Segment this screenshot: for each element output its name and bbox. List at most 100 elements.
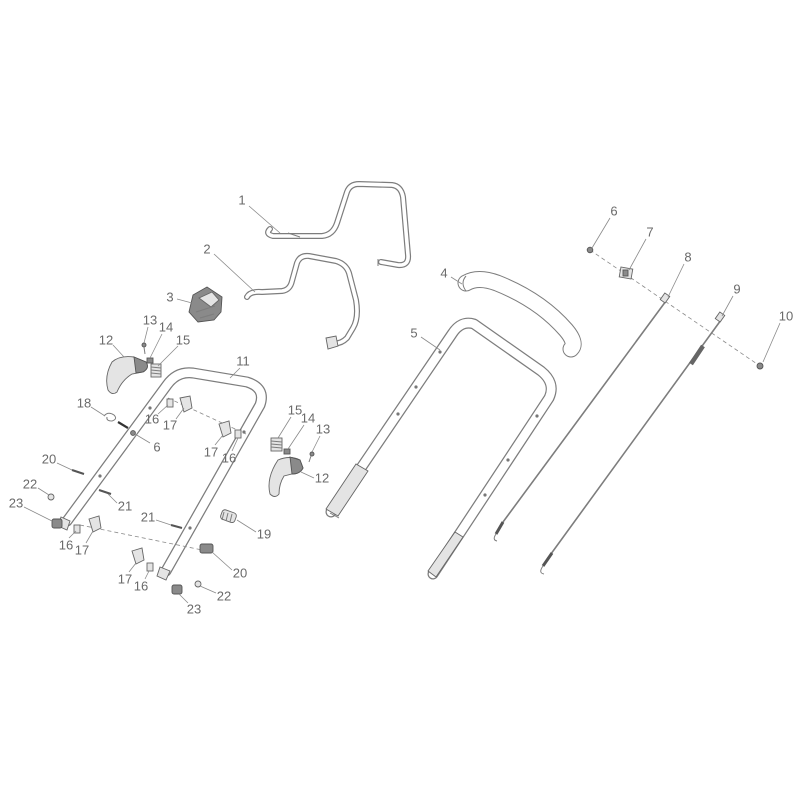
part-16-bolt-lower-left xyxy=(73,524,81,534)
callout-label: 20 xyxy=(233,566,247,581)
callout-part-17-lower: 17 xyxy=(118,562,137,587)
part-2-lower-bail-bar xyxy=(244,252,360,350)
callout-label: 13 xyxy=(143,313,157,328)
callout-part-16-upper: 16 xyxy=(145,404,169,427)
part-16-bolt-lower xyxy=(146,562,154,572)
callout-label: 14 xyxy=(301,411,315,426)
part-10-nut xyxy=(756,362,764,370)
callout-label: 17 xyxy=(204,445,218,460)
part-12-lever-right xyxy=(268,456,304,497)
callout-label: 10 xyxy=(779,309,793,324)
callout-part-12-right: 12 xyxy=(300,471,329,486)
callout-part-1: 1 xyxy=(238,193,281,234)
hole xyxy=(148,406,152,410)
part-6-bolt-top xyxy=(586,246,594,254)
callout-part-22-right: 22 xyxy=(199,585,231,604)
callout-label: 16 xyxy=(134,579,148,594)
callout-part-16-lower: 16 xyxy=(134,570,150,594)
callout-part-18: 18 xyxy=(77,396,106,417)
callout-part-20-right: 20 xyxy=(211,551,247,581)
callout-label: 14 xyxy=(159,320,173,335)
part-23-knob-right xyxy=(171,584,183,595)
part-17-bracket-lower xyxy=(131,547,145,565)
callout-part-20-left: 20 xyxy=(42,452,73,471)
hole xyxy=(506,458,510,462)
part-19-clip xyxy=(220,509,237,524)
callout-label: 16 xyxy=(59,538,73,553)
assembly-axis-lower xyxy=(79,524,213,553)
part-16-bolt xyxy=(166,398,174,408)
hole xyxy=(438,350,442,354)
callout-label: 21 xyxy=(141,510,155,525)
callout-part-10: 10 xyxy=(762,309,793,363)
callout-part-3: 3 xyxy=(166,290,193,305)
callout-label: 8 xyxy=(684,250,691,265)
callout-part-23-left: 23 xyxy=(9,496,53,522)
part-17-bracket-lower-left xyxy=(88,515,102,533)
callout-part-19: 19 xyxy=(236,519,271,542)
callout-part-7: 7 xyxy=(628,225,654,271)
callout-part-9: 9 xyxy=(721,282,741,317)
callout-part-6-top: 6 xyxy=(591,204,618,249)
part-15-spring-right xyxy=(270,437,283,452)
part-22-nut-left xyxy=(47,493,55,501)
callout-label: 17 xyxy=(118,572,132,587)
callout-label: 23 xyxy=(187,602,201,617)
callout-part-8: 8 xyxy=(667,250,692,298)
callout-part-21-right: 21 xyxy=(141,510,172,526)
part-14-pin-left xyxy=(146,357,154,364)
hole xyxy=(483,493,487,497)
assembly-axis-cables xyxy=(589,249,761,367)
callout-label: 19 xyxy=(257,527,271,542)
callout-part-22-left: 22 xyxy=(23,477,50,496)
callout-label: 16 xyxy=(145,412,159,427)
assembly-axis-upper xyxy=(167,397,247,435)
part-13-screw-left xyxy=(141,342,147,355)
callout-label: 12 xyxy=(315,471,329,486)
part-17-bracket xyxy=(179,395,193,413)
callout-part-13-right: 13 xyxy=(311,422,330,453)
part-3-clip-block xyxy=(188,286,223,323)
callout-label: 15 xyxy=(288,403,302,418)
callout-part-15-right: 15 xyxy=(277,403,302,439)
callout-label: 22 xyxy=(23,477,37,492)
callout-label: 22 xyxy=(217,589,231,604)
part-5-upper-handle xyxy=(325,317,557,580)
part-16-bolt-right xyxy=(234,429,242,439)
part-13-screw-right xyxy=(308,451,315,463)
callout-part-14-right: 14 xyxy=(287,411,315,450)
hole xyxy=(242,430,246,434)
callout-part-17-upper: 17 xyxy=(163,407,185,433)
part-1-upper-bail-bar xyxy=(265,181,412,269)
callout-label: 20 xyxy=(42,452,56,467)
callout-label: 3 xyxy=(166,290,173,305)
callout-part-16-mid: 16 xyxy=(222,437,239,466)
callout-label: 23 xyxy=(9,496,23,511)
part-14-pin-right xyxy=(283,448,291,455)
callout-part-12-left: 12 xyxy=(99,333,125,358)
part-20-bolt-left xyxy=(71,469,85,475)
part-22-nut-right xyxy=(194,580,202,588)
callout-label: 11 xyxy=(236,354,250,369)
callout-part-5: 5 xyxy=(410,326,441,351)
callout-label: 1 xyxy=(238,193,245,208)
callout-part-13-left: 13 xyxy=(143,313,157,344)
part-17-bracket-right xyxy=(218,420,232,438)
hole xyxy=(188,526,192,530)
callout-label: 16 xyxy=(222,451,236,466)
hole xyxy=(98,474,102,478)
part-6-bolt-left xyxy=(130,430,136,436)
callout-label: 17 xyxy=(163,418,177,433)
part-4-foam-grip xyxy=(457,271,582,358)
part-15-spring-left xyxy=(150,363,162,378)
part-23-knob-left xyxy=(51,518,63,529)
callout-part-4: 4 xyxy=(440,266,463,285)
callout-part-21-left: 21 xyxy=(107,493,132,514)
part-12-lever-left xyxy=(106,356,148,395)
callout-part-14-left: 14 xyxy=(149,320,173,359)
callout-label: 6 xyxy=(610,204,617,219)
callout-part-23-right: 23 xyxy=(178,593,201,617)
callout-label: 4 xyxy=(440,266,447,281)
